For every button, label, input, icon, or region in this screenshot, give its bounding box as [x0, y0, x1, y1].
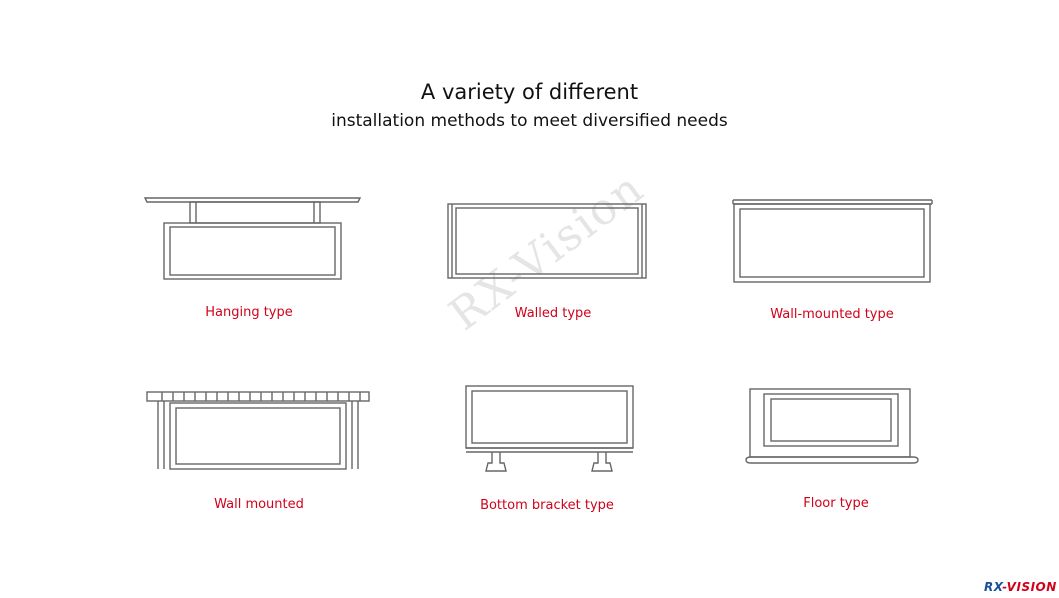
wall-mounted-display-icon	[732, 199, 933, 283]
bottom-bracket-display-icon	[465, 385, 634, 472]
label-walled-type: Walled type	[514, 306, 592, 321]
floor-display-icon	[745, 388, 919, 464]
hanging-display-icon	[143, 197, 362, 280]
label-hanging-type: Hanging type	[205, 305, 293, 320]
logo-text-main: RX	[984, 580, 1003, 594]
brand-logo: RX-VISION	[984, 580, 1057, 594]
page-title: A variety of different	[420, 80, 639, 104]
logo-text-accent: -VISION	[1002, 580, 1057, 594]
wall-mounted-bracket-display-icon	[146, 391, 370, 470]
label-wall-mounted-type: Wall-mounted type	[770, 307, 894, 322]
walled-display-icon	[447, 203, 647, 279]
page-subtitle: installation methods to meet diversified…	[331, 111, 728, 131]
label-bottom-bracket-type: Bottom bracket type	[480, 498, 614, 513]
label-wall-mounted: Wall mounted	[214, 497, 304, 512]
label-floor-type: Floor type	[803, 496, 869, 511]
